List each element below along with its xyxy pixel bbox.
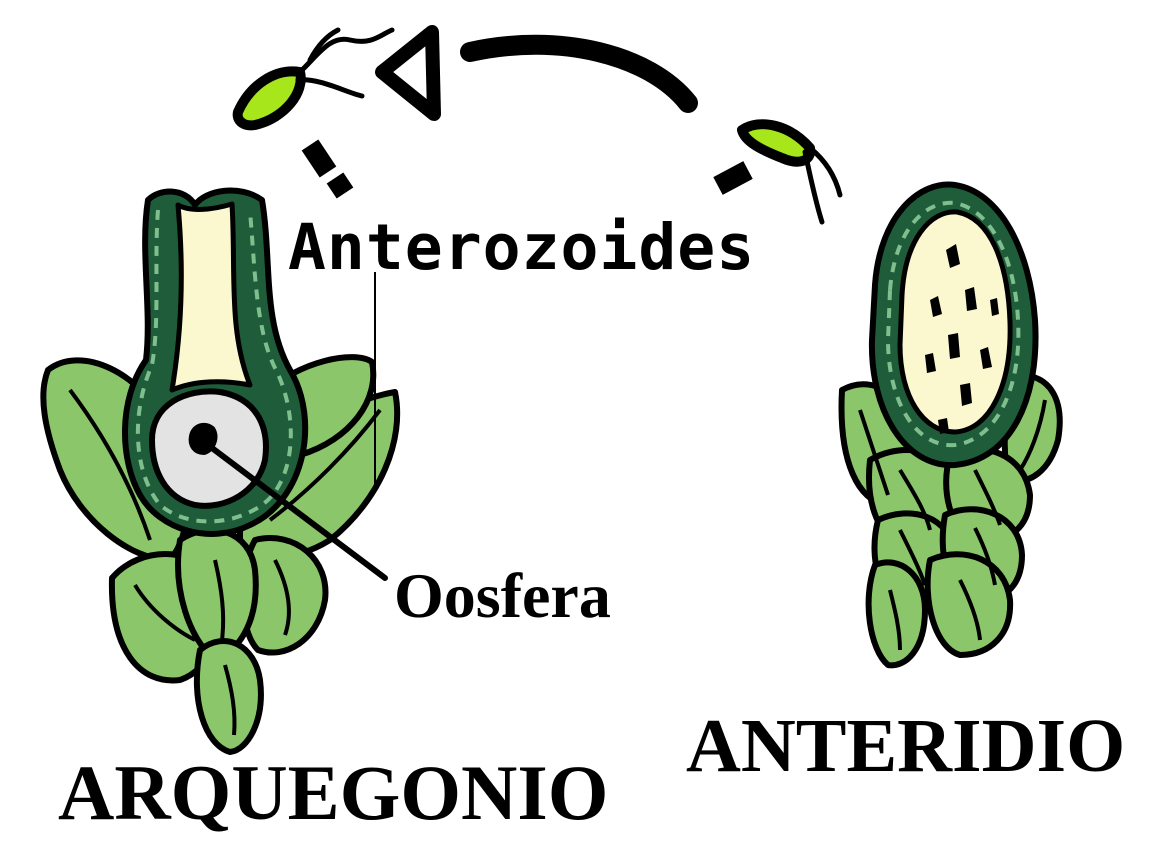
anterozoid [232,27,395,131]
arrowhead-icon [375,25,441,121]
dashed-path [301,139,753,199]
oosfera-pointer-line [205,442,388,581]
anterozoid [737,119,843,225]
archegonium [40,187,401,755]
antheridium [838,181,1063,669]
arquegonio-label: ARQUEGONIO [58,749,609,836]
oosfera-label: Oosfera [394,560,611,631]
sperm-cells [925,244,999,434]
anterozoides-label: Anterozoides [288,211,756,284]
archegonium-leaf [193,638,264,755]
archegonium-canal [169,201,253,393]
anteridio-label: ANTERIDIO [686,704,1126,788]
antheridium-interior [897,209,1013,435]
transfer-arrow [375,25,698,121]
